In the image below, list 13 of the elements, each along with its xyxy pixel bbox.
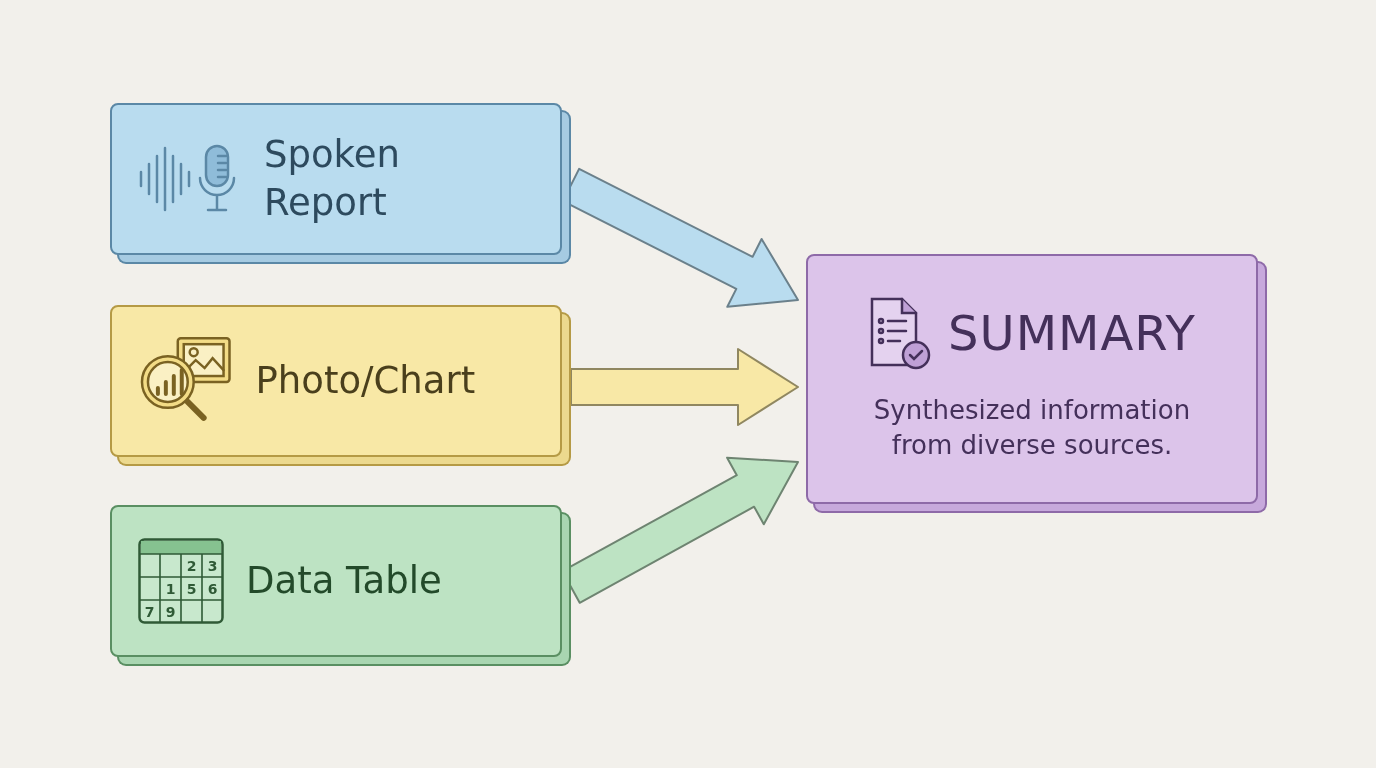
block-arrow [570,348,799,426]
table-digit: 3 [207,558,218,573]
card-label: Data Table [246,557,443,604]
card-label: Spoken Report [264,131,401,226]
table-digit: 6 [207,581,218,596]
card-description: Synthesized information from diverse sources. [872,393,1192,462]
card-title: SUMMARY [948,304,1196,361]
card-label: Photo/Chart [255,357,477,404]
table-digit: 5 [186,581,197,596]
table-digit: 2 [186,558,197,573]
table-digit: 1 [165,581,176,596]
table-digit: 9 [165,604,176,619]
table-digit: 7 [144,604,155,619]
